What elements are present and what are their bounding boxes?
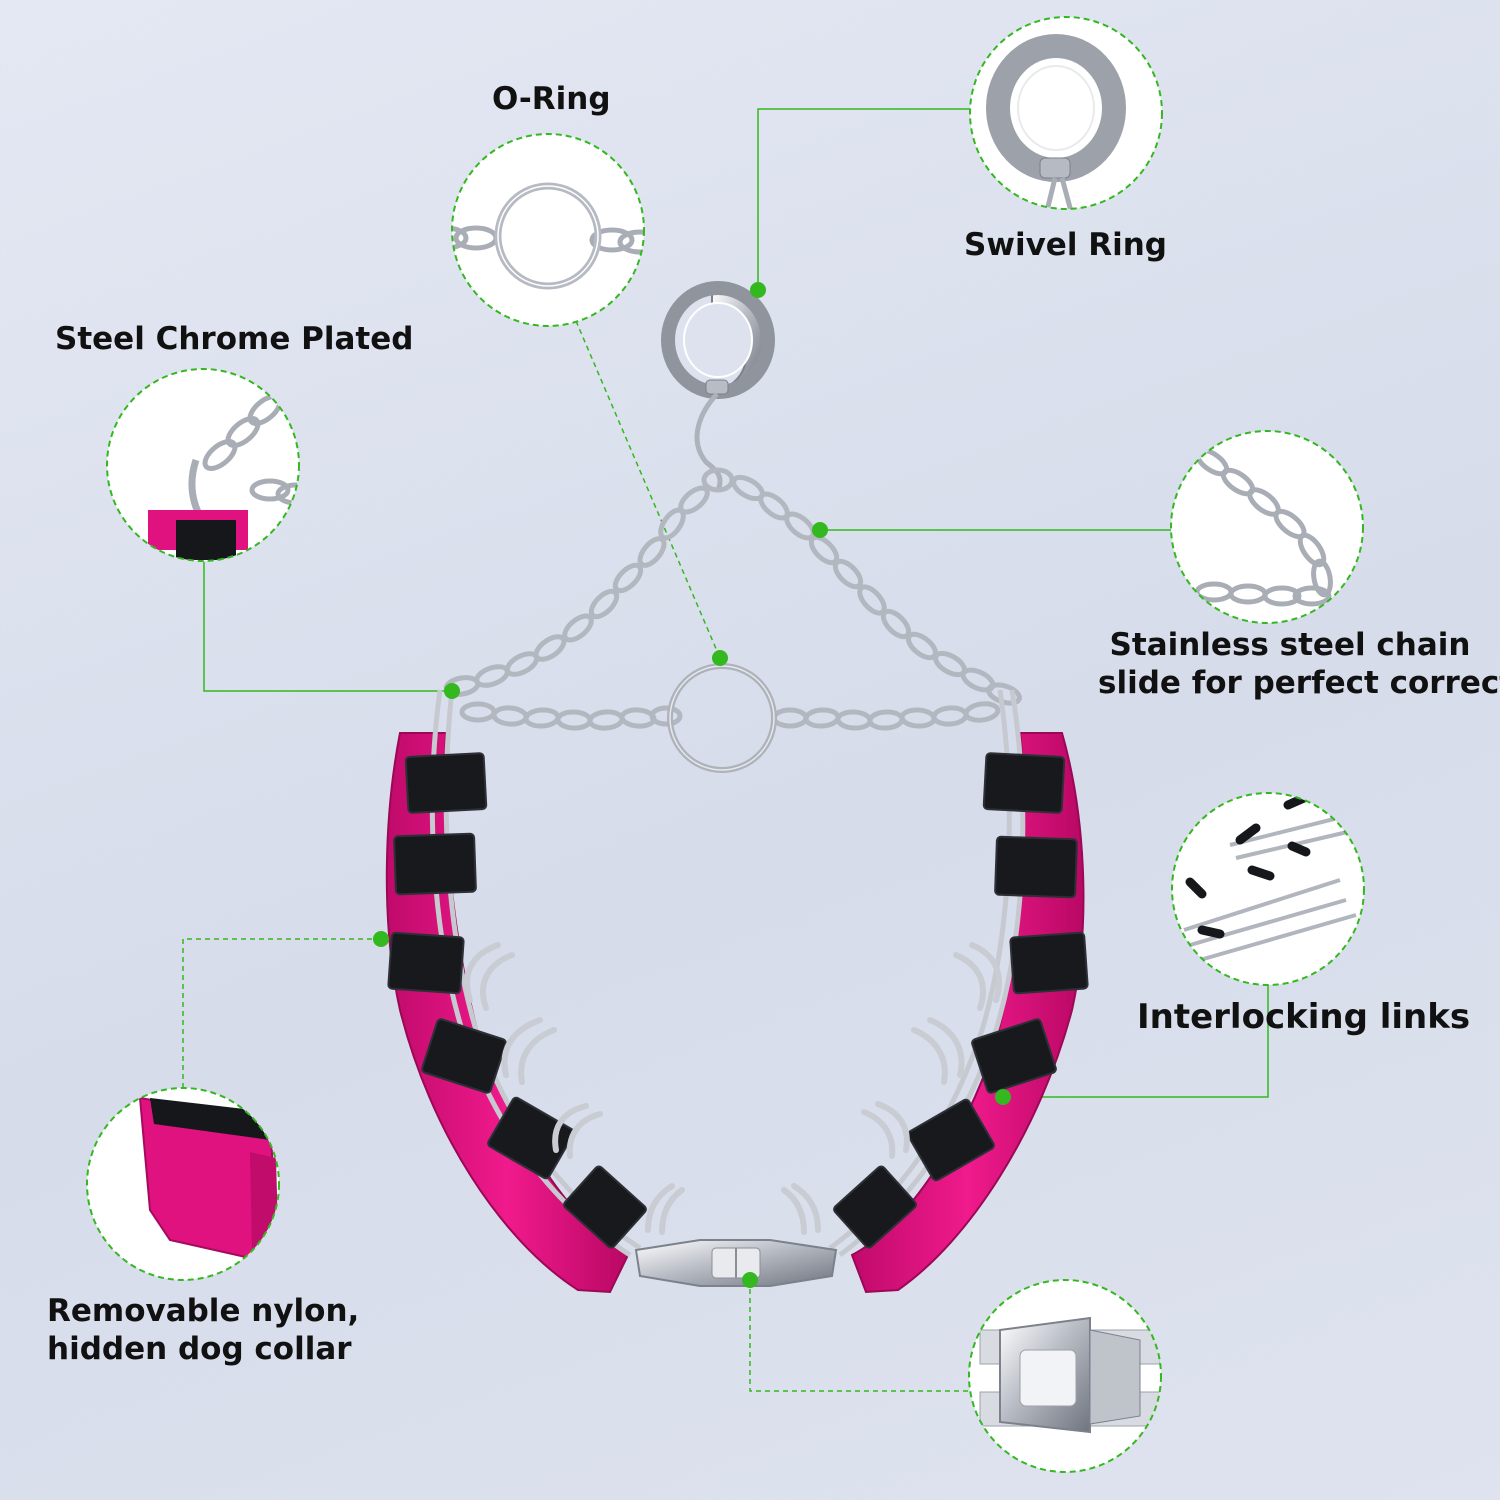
connector-swivel-ring	[757, 108, 972, 288]
callout-dots	[373, 282, 1011, 1288]
o-ring-closeup-icon[interactable]	[426, 133, 660, 327]
lower-chain	[459, 701, 1001, 731]
connector-interlocking	[1003, 985, 1269, 1098]
swivel-ring	[661, 281, 775, 491]
prongs	[464, 942, 1002, 1235]
connector-steel-chrome	[203, 562, 452, 692]
connector-nylon	[182, 938, 381, 1089]
o-ring-label: O-Ring	[492, 81, 611, 117]
prong-collar-product	[385, 281, 1089, 1294]
swivel-ring-closeup-icon[interactable]	[969, 16, 1163, 215]
nylon-collar-label-line-1: Removable nylon,	[47, 1293, 360, 1329]
interlocking-links-label: Interlocking links	[1137, 997, 1471, 1037]
right-clips	[833, 752, 1089, 1249]
dot-chain-slide	[812, 522, 828, 538]
upper-chain	[443, 467, 1022, 706]
buckle-closeup-icon[interactable]	[968, 1279, 1162, 1473]
steel-chrome-label: Steel Chrome Plated	[55, 321, 414, 357]
nylon-collar-label: Removable nylon, hidden dog collar	[47, 1292, 359, 1368]
left-clips	[387, 752, 647, 1249]
prong-links-closeup-icon[interactable]	[1171, 792, 1365, 986]
dot-interlocking	[995, 1089, 1011, 1105]
chrome-chain-closeup-icon[interactable]	[106, 368, 314, 562]
connector-buckle	[749, 1280, 969, 1392]
dot-steel-chrome	[444, 683, 460, 699]
chain-slide-label-line-1: Stainless steel chain	[1109, 627, 1471, 663]
chain-closeup-icon[interactable]	[1170, 430, 1364, 624]
quick-release-buckle	[634, 1239, 838, 1287]
chain-slide-label: Stainless steel chain slide for perfect …	[1098, 626, 1500, 702]
dot-buckle	[742, 1272, 758, 1288]
dot-swivel-ring	[750, 282, 766, 298]
chain-slide-label-line-2: slide for perfect correction	[1098, 665, 1500, 701]
pink-nylon-closeup-icon[interactable]	[86, 1087, 280, 1281]
swivel-ring-label: Swivel Ring	[964, 227, 1167, 263]
dot-o-ring	[712, 650, 728, 666]
callout-connectors	[182, 108, 1269, 1392]
connector-o-ring	[575, 320, 721, 659]
nylon-collar-label-line-2: hidden dog collar	[47, 1331, 352, 1367]
dot-nylon	[373, 931, 389, 947]
